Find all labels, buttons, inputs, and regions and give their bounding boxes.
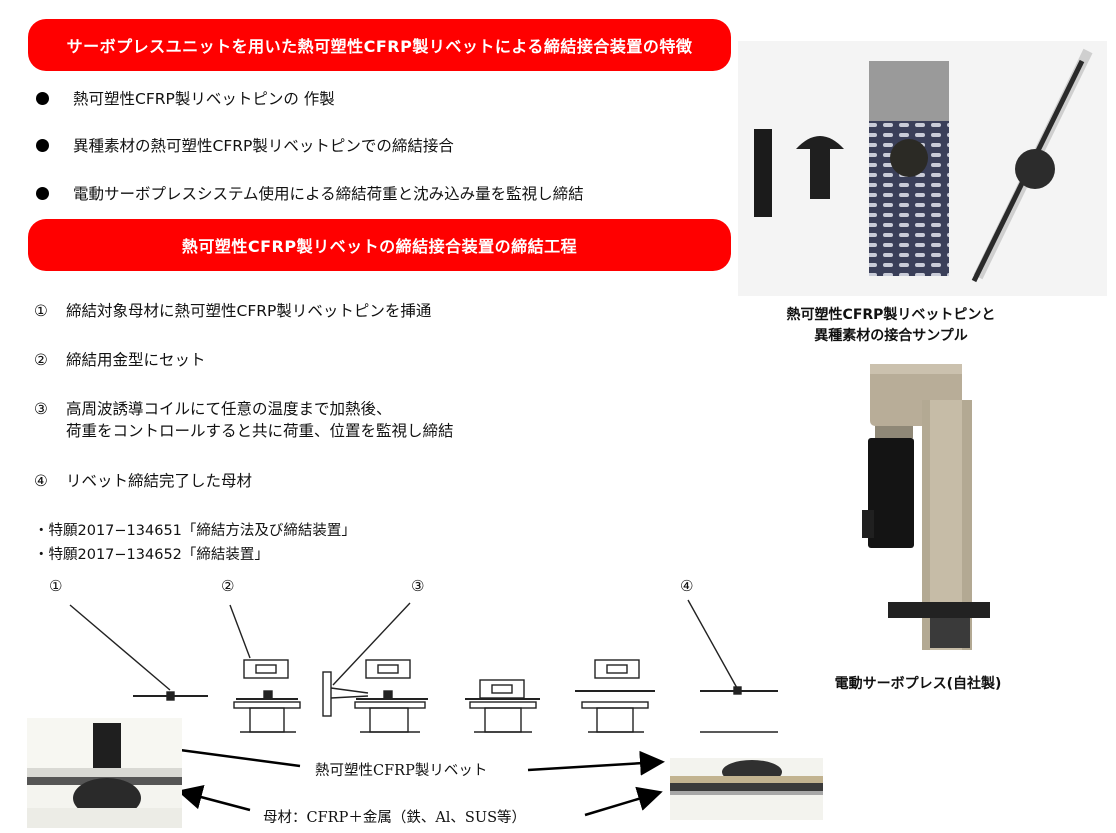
diagram-marker: ② (221, 577, 235, 595)
arrow-icon (527, 750, 665, 776)
rivet-pin (733, 686, 742, 695)
step-item: ② 締結用金型にセット (34, 349, 206, 371)
bullet-icon (36, 138, 49, 152)
leader-line (69, 604, 171, 691)
feature-text: 電動サーボプレスシステム使用による締結荷重と沈み込み量を監視し締結 (73, 185, 584, 203)
step-number: ① (34, 302, 48, 320)
diagram-marker: ④ (680, 577, 694, 595)
step-text: リベット締結完了した母材 (66, 472, 253, 490)
step-number: ② (34, 351, 48, 369)
patent-item: ・特願2017−134652「締結装置」 (34, 547, 269, 563)
patent-item: ・特願2017−134651「締結方法及び締結装置」 (34, 523, 356, 539)
feature-item: 熱可塑性CFRP製リベットピンの 作製 (36, 87, 335, 109)
step-item: ① 締結対象母材に熱可塑性CFRP製リベットピンを挿通 (34, 300, 431, 322)
step-text: 締結用金型にセット (66, 351, 206, 369)
step-text: 高周波誘導コイルにて任意の温度まで加熱後、 (66, 400, 392, 418)
step-item: ④ リベット締結完了した母材 (34, 470, 252, 492)
die-stage-3 (322, 659, 428, 733)
leader-line (229, 604, 251, 659)
base-material-label: 母材：CFRP＋金属（鉄、Al、SUS等） (263, 810, 527, 826)
rivet-pin (166, 691, 175, 701)
rivet-label: 熱可塑性CFRP製リベット (315, 763, 488, 779)
feature-item: 電動サーボプレスシステム使用による締結荷重と沈み込み量を監視し締結 (36, 182, 584, 204)
leader-line (687, 599, 738, 689)
diagram-marker: ③ (411, 577, 425, 595)
diagram-marker: ① (49, 577, 63, 595)
rivet-closeup-photo-right (670, 758, 823, 820)
leader-line (332, 602, 411, 686)
die-stage-4 (465, 679, 540, 733)
features-title: サーボプレスユニットを用いた熱可塑性CFRP製リベットによる締結接合装置の特徴 (66, 37, 693, 56)
rivet-closeup-photo-left (27, 718, 182, 828)
step-text: 荷重をコントロールすると共に荷重、位置を監視し締結 (66, 422, 454, 440)
feature-text: 異種素材の熱可塑性CFRP製リベットピンでの締結接合 (73, 137, 454, 155)
step-text: 締結対象母材に熱可塑性CFRP製リベットピンを挿通 (66, 302, 432, 320)
step-item: ③ 高周波誘導コイルにて任意の温度まで加熱後、 荷重をコントロールすると共に荷重… (34, 398, 454, 442)
process-banner: 熱可塑性CFRP製リベットの締結接合装置の締結工程 (28, 219, 731, 271)
step-number: ④ (34, 472, 48, 490)
die-stage-2 (233, 659, 301, 733)
features-banner: サーボプレスユニットを用いた熱可塑性CFRP製リベットによる締結接合装置の特徴 (28, 19, 731, 71)
servo-press-photo (862, 364, 990, 650)
bullet-icon (36, 91, 49, 105)
press-caption: 電動サーボプレス(自社製) (834, 676, 1002, 692)
joint-sample-photo (738, 41, 1107, 296)
feature-text: 熱可塑性CFRP製リベットピンの 作製 (73, 90, 335, 108)
die-stage-5 (575, 659, 655, 733)
bullet-icon (36, 186, 49, 200)
sample-caption: 熱可塑性CFRP製リベットピンと 異種素材の接合サンプル (786, 307, 996, 344)
arrow-icon (177, 785, 251, 812)
arrow-icon (584, 786, 663, 817)
step-number: ③ (34, 400, 48, 418)
process-title: 熱可塑性CFRP製リベットの締結接合装置の締結工程 (181, 237, 578, 256)
feature-item: 異種素材の熱可塑性CFRP製リベットピンでの締結接合 (36, 134, 454, 156)
